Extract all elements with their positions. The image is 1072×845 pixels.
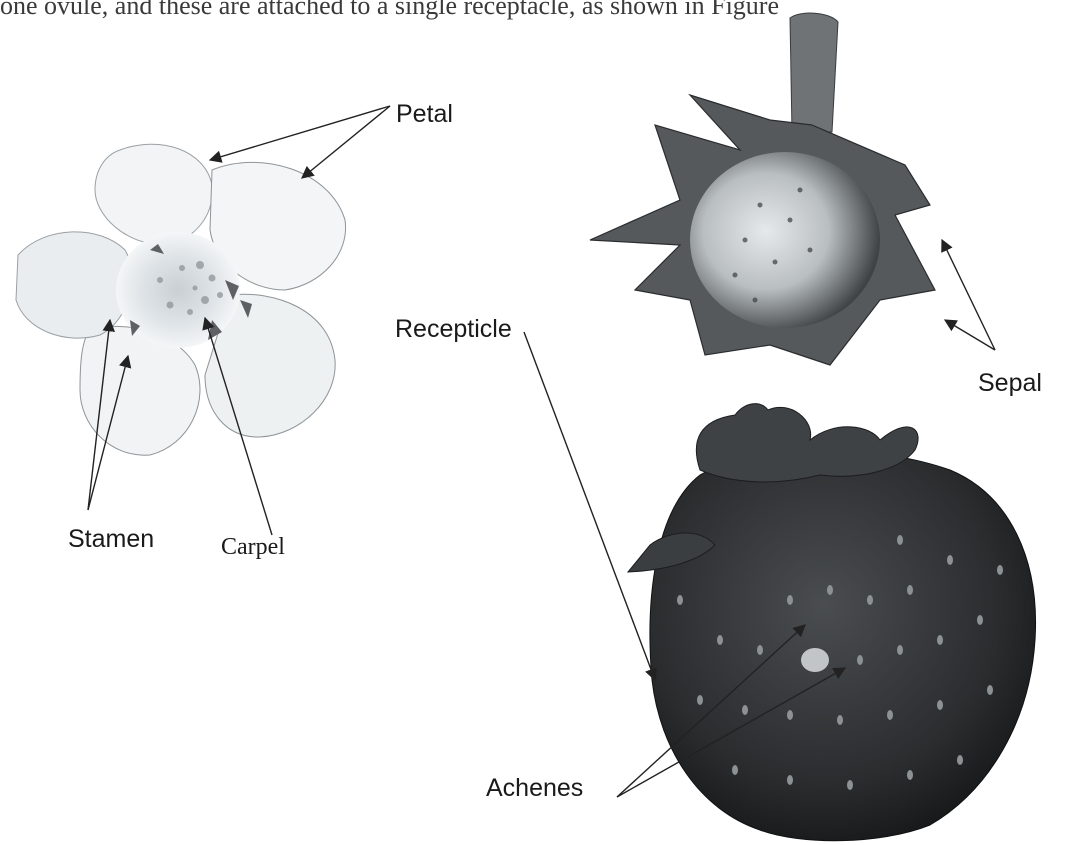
label-receptacle: Recepticle [395,315,512,343]
strawberry-fruit-image [628,404,1036,841]
receptacle-image [590,13,935,365]
label-stamen: Stamen [68,525,154,553]
label-petal: Petal [396,100,453,128]
label-sepal: Sepal [978,369,1042,397]
label-achenes: Achenes [486,774,583,802]
receptacle-arrow [524,332,655,680]
label-carpel: Carpel [221,534,285,560]
strawberry-flower-image [16,144,346,455]
petal-arrow-2 [302,106,390,178]
petal-arrow-1 [210,106,390,160]
header-text: one ovule, and these are attached to a s… [0,0,779,20]
